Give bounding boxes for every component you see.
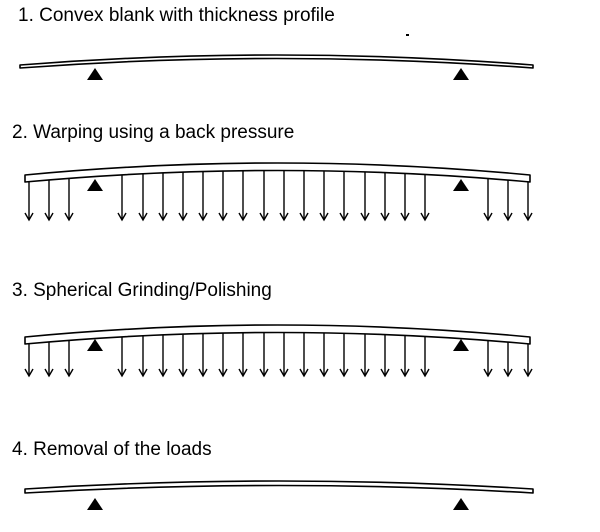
step-2-title: 2. Warping using a back pressure	[12, 122, 295, 143]
down-arrow-icon	[178, 172, 188, 222]
down-arrow-icon	[299, 332, 309, 378]
down-arrow-icon	[64, 340, 74, 378]
down-arrow-icon	[503, 180, 513, 222]
down-arrow-icon	[24, 181, 34, 222]
down-arrow-icon	[279, 332, 289, 378]
down-arrow-icon	[24, 343, 34, 378]
stray-mark	[406, 34, 409, 36]
step-3-title: 3. Spherical Grinding/Polishing	[12, 280, 272, 301]
step-4-title: 4. Removal of the loads	[12, 439, 212, 460]
down-arrow-icon	[117, 174, 127, 222]
down-arrow-icon	[319, 332, 329, 378]
triangle-support-icon	[453, 68, 469, 80]
step-2-diagram	[24, 162, 533, 222]
down-arrow-icon	[44, 179, 54, 222]
down-arrow-icon	[483, 178, 493, 222]
down-arrow-icon	[198, 171, 208, 222]
down-arrow-icon	[259, 332, 269, 378]
down-arrow-icon	[339, 171, 349, 222]
down-arrow-icon	[483, 340, 493, 378]
step-3-diagram	[24, 324, 533, 378]
triangle-support-icon	[87, 498, 103, 510]
down-arrow-icon	[178, 334, 188, 378]
triangle-support-icon	[87, 339, 103, 351]
down-arrow-icon	[279, 170, 289, 222]
down-arrow-icon	[218, 333, 228, 378]
down-arrow-icon	[117, 336, 127, 378]
down-arrow-icon	[400, 173, 410, 222]
down-arrow-icon	[138, 173, 148, 222]
down-arrow-icon	[360, 333, 370, 378]
lens-blank	[19, 54, 534, 69]
triangle-support-icon	[87, 179, 103, 191]
down-arrow-icon	[238, 332, 248, 378]
lens-blank	[24, 324, 531, 345]
triangle-support-icon	[453, 498, 469, 510]
down-arrow-icon	[319, 170, 329, 222]
down-arrow-icon	[503, 342, 513, 378]
down-arrow-icon	[380, 172, 390, 222]
lens-blank	[24, 480, 534, 494]
triangle-support-icon	[453, 339, 469, 351]
down-arrow-icon	[420, 174, 430, 222]
down-arrow-icon	[138, 335, 148, 378]
triangle-support-icon	[453, 179, 469, 191]
down-arrow-icon	[360, 171, 370, 222]
down-arrow-icon	[158, 334, 168, 378]
down-arrow-icon	[238, 170, 248, 222]
lens-blank	[24, 162, 531, 183]
down-arrow-icon	[158, 172, 168, 222]
down-arrow-icon	[523, 343, 533, 378]
down-arrow-icon	[259, 170, 269, 222]
down-arrow-icon	[339, 333, 349, 378]
step-1-title: 1. Convex blank with thickness profile	[18, 5, 335, 26]
down-arrow-icon	[420, 336, 430, 378]
step-4-diagram	[24, 480, 534, 510]
triangle-support-icon	[87, 68, 103, 80]
step-1-diagram	[19, 54, 534, 80]
down-arrow-icon	[218, 171, 228, 222]
down-arrow-icon	[400, 335, 410, 378]
down-arrow-icon	[64, 178, 74, 222]
down-arrow-icon	[299, 170, 309, 222]
down-arrow-icon	[523, 181, 533, 222]
down-arrow-icon	[380, 334, 390, 378]
down-arrow-icon	[44, 341, 54, 378]
down-arrow-icon	[198, 333, 208, 378]
